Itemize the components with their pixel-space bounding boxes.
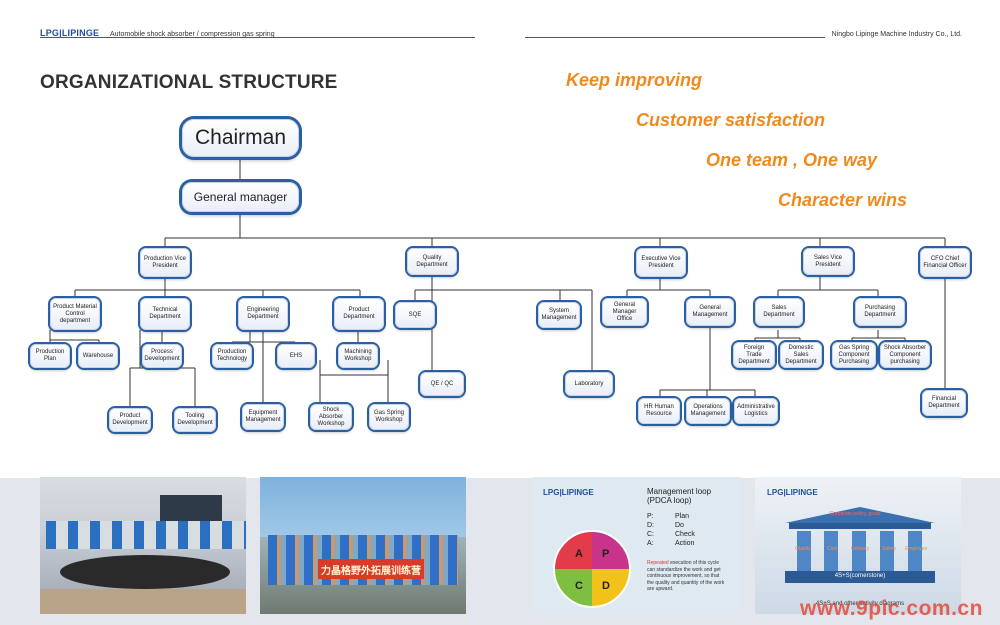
slogan-1: Keep improving xyxy=(566,70,703,90)
node-process-dev: Process Development xyxy=(142,344,182,368)
slogan-4: Character wins xyxy=(778,190,908,210)
pillar-label-cost: Cost xyxy=(827,546,838,552)
node-financial: Financial Department xyxy=(922,390,966,416)
slogan-2: Customer satisfaction xyxy=(636,110,826,130)
page-title: ORGANIZATIONAL STRUCTURE xyxy=(40,72,338,93)
node-tooling-dev: Tooling Development xyxy=(174,408,216,432)
node-cfo: CFO Chief Financial Officer xyxy=(920,248,970,277)
org-connectors xyxy=(49,160,946,408)
node-executive-vp: Executive Vice President xyxy=(636,248,686,277)
pdca-label-a: A xyxy=(575,548,583,560)
temple-panel: LPG|LIPINGE Corporate policy, goals Qual… xyxy=(755,477,961,614)
node-gas-spring-purchasing: Gas Spring Component Purchasing xyxy=(832,342,876,368)
pillar-label-delivery: Delivery xyxy=(851,546,870,552)
header-tagline: Automobile shock absorber / compression … xyxy=(110,31,275,38)
node-admin: Administrative Logistics xyxy=(734,398,778,424)
node-foreign-trade: Foreign Trade Department xyxy=(733,342,775,368)
pdca-item-d: D:Do xyxy=(647,522,684,529)
pillar-label-safety: Safety xyxy=(882,546,897,552)
node-engineering: Engineering Department xyxy=(238,298,288,330)
floor-shape xyxy=(40,589,246,614)
node-product-dept: Product Department xyxy=(334,298,384,330)
pillar-label-employee: Employee xyxy=(905,546,928,552)
node-hr: HR Human Resource xyxy=(638,398,680,424)
pdca-body: Repeated execution of this cycle can sta… xyxy=(647,560,725,592)
node-chairman: Chairman xyxy=(182,119,299,157)
team-outdoor-photo: 力晶格野外拓展训练营 xyxy=(260,477,466,614)
node-shock-purchasing: Shock Absorber Component purchasing xyxy=(880,342,930,368)
table-shape xyxy=(60,555,230,589)
node-sales-dept: Sales Department xyxy=(755,298,803,326)
node-sqe: SQE xyxy=(395,302,435,328)
node-system-mgmt: System Management xyxy=(538,302,580,328)
node-equipment-mgmt: Equipment Management xyxy=(242,404,284,430)
temple-roof-label: Corporate policy, goals xyxy=(829,511,881,517)
node-purchasing: Purchasing Department xyxy=(855,298,905,326)
company-name: Ningbo Lipinge Machine Industry Co., Ltd… xyxy=(831,31,962,38)
people-shape xyxy=(46,521,246,549)
pdca-item-a: A:Action xyxy=(647,540,695,547)
node-quality-dept: Quality Department xyxy=(407,248,457,275)
node-general-mgmt: General Management xyxy=(686,298,734,326)
node-qe-qc: QE / QC xyxy=(420,372,464,396)
slogan-3: One team , One way xyxy=(706,150,878,170)
node-gm-office: General Manager Office xyxy=(602,298,647,326)
pdca-wheel: A P C D xyxy=(553,530,631,608)
temple-logo: LPG|LIPINGE xyxy=(767,488,818,497)
node-warehouse: Warehouse xyxy=(78,344,118,368)
node-production-plan: Production Plan xyxy=(30,344,70,368)
watermark: www.9pic.com.cn xyxy=(800,597,983,620)
node-shock-workshop: Shock Absorber Workshop xyxy=(310,404,352,430)
pdca-logo: LPG|LIPINGE xyxy=(543,488,594,497)
team-banner: 力晶格野外拓展训练营 xyxy=(318,559,424,579)
node-general-manager: General manager xyxy=(182,182,299,212)
header-rule-right xyxy=(525,37,825,38)
pdca-item-p: P:Plan xyxy=(647,513,690,520)
meeting-room-photo xyxy=(40,477,246,614)
node-product-dev: Product Development xyxy=(109,408,151,432)
pdca-label-c: C xyxy=(575,580,583,592)
node-operations: Operations Management xyxy=(686,398,730,424)
brand-logo: LPG|LIPINGE xyxy=(40,28,100,38)
node-gas-workshop: Gas Spring Workshop xyxy=(369,404,409,430)
node-laboratory: Laboratory xyxy=(565,372,613,396)
pdca-label-d: D xyxy=(602,580,610,592)
pdca-label-p: P xyxy=(602,548,609,560)
pdca-items: P:Plan D:Do C:Check A:Action xyxy=(647,512,727,548)
header-rule-left xyxy=(40,37,475,38)
node-machining: Machining Workshop xyxy=(338,344,378,368)
pdca-panel: LPG|LIPINGE Management loop (PDCA loop) … xyxy=(533,477,741,614)
node-production-tech: Production Technology xyxy=(212,344,252,368)
temple-caption: 4S+S and other activity diagrams xyxy=(815,601,905,607)
node-domestic-sales: Domestic Sales Department xyxy=(780,342,822,368)
node-production-vp: Production Vice President xyxy=(140,248,190,277)
pdca-item-c: C:Check xyxy=(647,531,695,538)
node-technical: Technical Department xyxy=(140,298,190,330)
pillar-label-quality: Quality xyxy=(795,546,811,552)
pdca-heading: Management loop (PDCA loop) xyxy=(647,487,712,505)
node-sales-vp: Sales Vice President xyxy=(803,248,853,275)
node-ehs: EHS xyxy=(277,344,315,368)
temple-base-label: 4S+S(cornerstone) xyxy=(834,573,886,579)
temple-diagram xyxy=(785,507,935,583)
node-pmc: Product Material Control department xyxy=(50,298,100,330)
